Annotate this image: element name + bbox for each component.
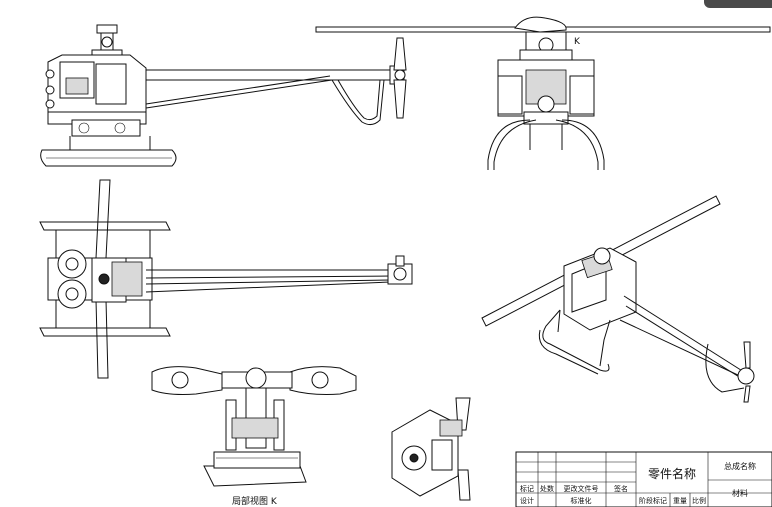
side-view xyxy=(40,24,407,167)
design-label: 设计 xyxy=(520,496,534,505)
header-mark: 标记 xyxy=(520,484,534,493)
part-name-label: 零件名称 xyxy=(648,466,696,481)
scale-label: 比例 xyxy=(692,496,706,505)
weight-label: 重量 xyxy=(673,497,687,505)
detail-view-caption: 局部视图 K xyxy=(232,495,278,507)
stage-mark-label: 阶段标记 xyxy=(639,496,667,505)
top-view xyxy=(39,179,413,379)
front-view: K xyxy=(315,16,771,170)
window-corner-tab xyxy=(704,0,772,8)
head-isometric-detail xyxy=(391,397,471,501)
title-block: 零件名称 总成名称 材料 标记 处数 更改文件号 签名 设计 标准化 阶段标记 … xyxy=(515,451,772,507)
detail-k-marker: K xyxy=(574,37,581,47)
material-label: 材料 xyxy=(732,488,748,498)
detail-view-k: 局部视图 K xyxy=(151,366,357,507)
isometric-view xyxy=(481,195,755,403)
header-change-doc: 更改文件号 xyxy=(564,484,599,493)
header-signature: 签名 xyxy=(614,484,628,493)
standardization-label: 标准化 xyxy=(571,496,592,505)
header-count: 处数 xyxy=(540,484,554,493)
assembly-name-label: 总成名称 xyxy=(724,461,756,471)
